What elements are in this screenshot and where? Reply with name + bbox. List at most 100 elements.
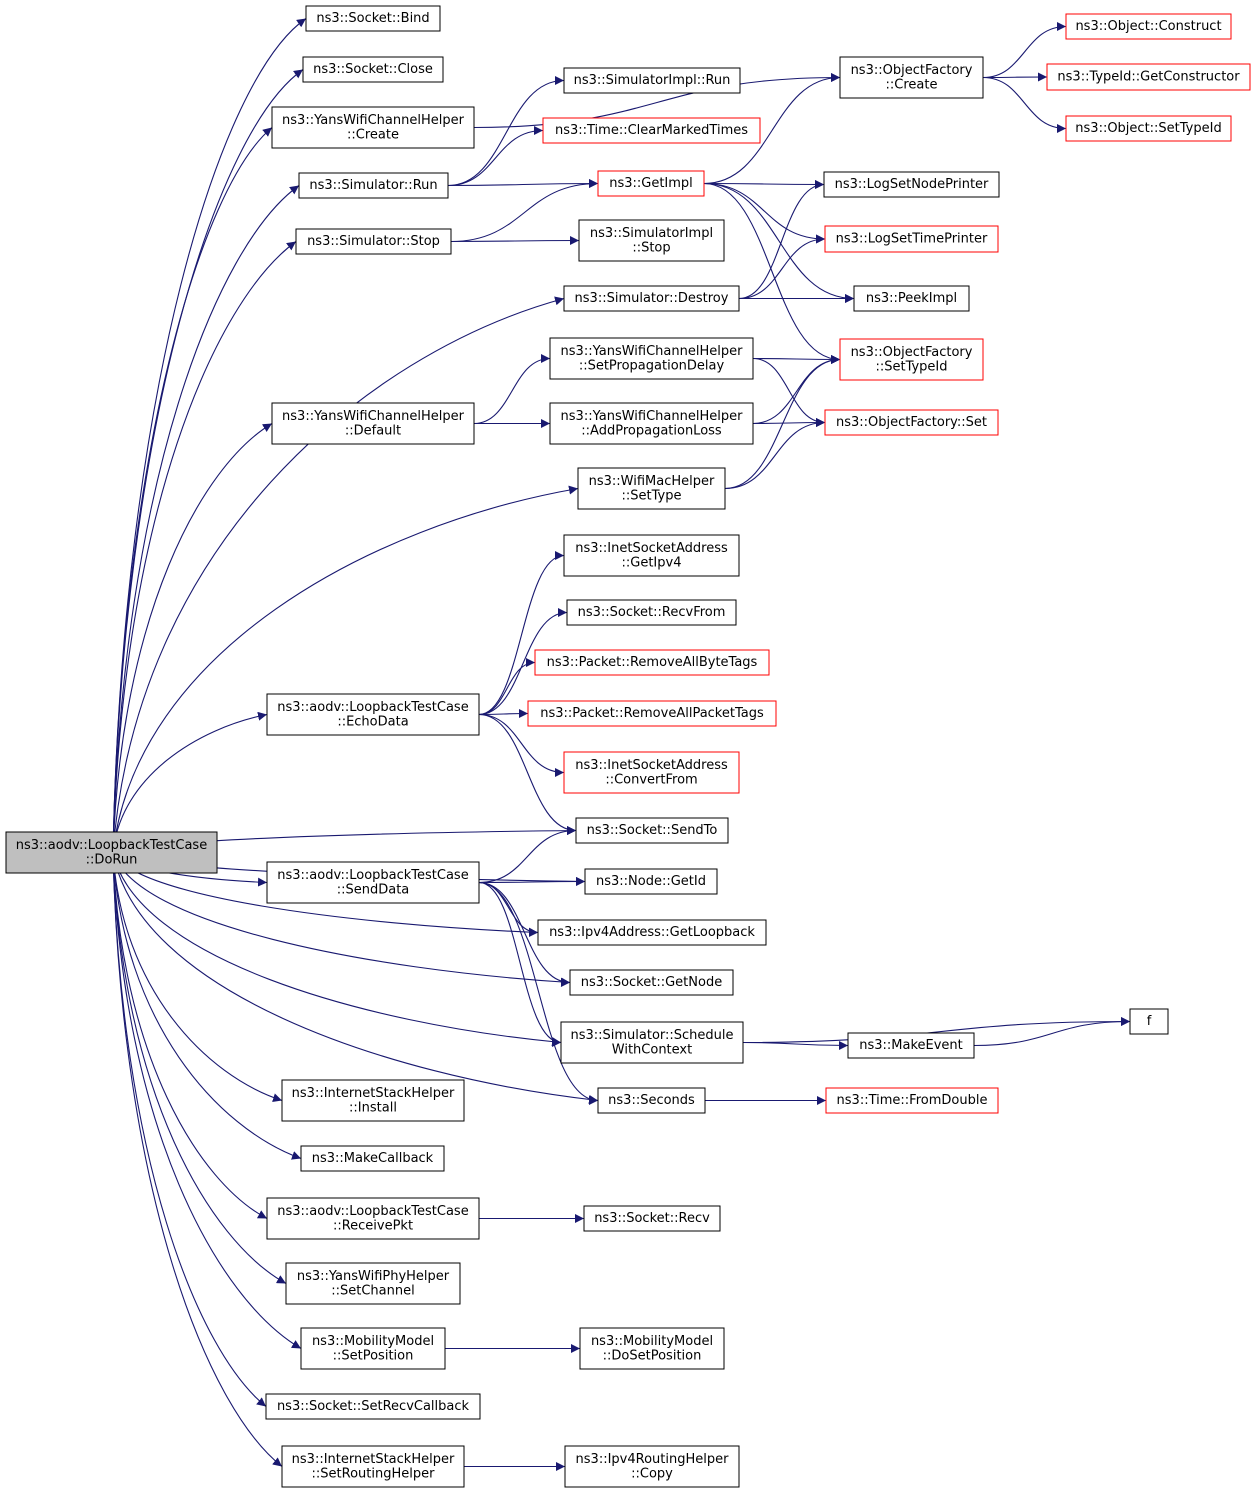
- node-sock-sendto[interactable]: ns3::Socket::SendTo: [575, 817, 729, 844]
- node-label: ns3::Simulator::Schedule: [570, 1028, 733, 1043]
- node-mm-setpos[interactable]: ns3::MobilityModel::SetPosition: [300, 1327, 446, 1370]
- node-isa-convert[interactable]: ns3::InetSocketAddress::ConvertFrom: [563, 751, 740, 794]
- node-box: [266, 861, 480, 904]
- edge-root-ish_install: [112, 852, 283, 1102]
- node-sock-recvfrom[interactable]: ns3::Socket::RecvFrom: [566, 599, 737, 626]
- edge-getimpl-log_nodeprinter: [703, 179, 825, 189]
- edge-senddata-sock_sendto: [478, 826, 577, 884]
- edge-root-sim_run: [112, 185, 300, 853]
- node-ipv4rh-copy[interactable]: ns3::Ipv4RoutingHelper::Copy: [564, 1445, 740, 1488]
- node-sock-bind[interactable]: ns3::Socket::Bind: [305, 5, 441, 32]
- node-simimpl-stop[interactable]: ns3::SimulatorImpl::Stop: [578, 219, 725, 262]
- node-seconds[interactable]: ns3::Seconds: [597, 1087, 706, 1114]
- node-label: ns3::Simulator::Run: [309, 178, 437, 193]
- node-log-nodeprinter[interactable]: ns3::LogSetNodePrinter: [823, 171, 1000, 198]
- edge-makeevent-f: [973, 1017, 1131, 1047]
- node-label: ns3::Socket::Recv: [594, 1211, 710, 1226]
- node-label: ns3::Ipv4Address::GetLoopback: [549, 925, 755, 940]
- node-f[interactable]: f: [1129, 1008, 1169, 1035]
- node-sim-run[interactable]: ns3::Simulator::Run: [298, 172, 449, 199]
- node-getimpl[interactable]: ns3::GetImpl: [597, 170, 705, 197]
- node-box: [825, 1087, 999, 1114]
- node-pkt-rmpacket[interactable]: ns3::Packet::RemoveAllPacketTags: [527, 700, 777, 727]
- edge-echodata-pkt_rmbyte: [478, 658, 536, 716]
- node-label: ns3::YansWifiChannelHelper: [561, 409, 744, 424]
- node-of-create[interactable]: ns3::ObjectFactory::Create: [839, 56, 984, 99]
- node-label: ns3::PeekImpl: [866, 291, 957, 306]
- node-label: ::ConvertFrom: [605, 772, 697, 787]
- edge-ywch_create-of_create: [473, 73, 841, 129]
- node-log-timeprinter[interactable]: ns3::LogSetTimePrinter: [824, 225, 999, 253]
- node-obj-construct[interactable]: ns3::Object::Construct: [1065, 13, 1232, 40]
- node-senddata[interactable]: ns3::aodv::LoopbackTestCase::SendData: [266, 861, 480, 904]
- node-label: ns3::Socket::RecvFrom: [578, 605, 726, 620]
- node-label: ::SetType: [622, 488, 682, 503]
- node-time-fromdouble[interactable]: ns3::Time::FromDouble: [825, 1087, 999, 1114]
- node-label: ns3::SimulatorImpl::Run: [574, 73, 731, 88]
- node-ish-install[interactable]: ns3::InternetStackHelper::Install: [281, 1079, 465, 1122]
- node-ywch-addprop[interactable]: ns3::YansWifiChannelHelper::AddPropagati…: [549, 402, 754, 445]
- node-label: ns3::InternetStackHelper: [292, 1086, 455, 1101]
- node-typeid-getctor[interactable]: ns3::TypeId::GetConstructor: [1046, 63, 1251, 91]
- node-root[interactable]: ns3::aodv::LoopbackTestCase::DoRun: [5, 831, 218, 874]
- node-box: [295, 228, 452, 255]
- node-sock-setrecvcb[interactable]: ns3::Socket::SetRecvCallback: [265, 1393, 481, 1420]
- node-ywch-default[interactable]: ns3::YansWifiChannelHelper::Default: [271, 402, 475, 445]
- node-sock-recv[interactable]: ns3::Socket::Recv: [583, 1205, 721, 1232]
- node-label: ns3::YansWifiChannelHelper: [282, 409, 465, 424]
- edge-echodata-isa_convert: [478, 713, 565, 777]
- node-isa-getipv4[interactable]: ns3::InetSocketAddress::GetIpv4: [563, 534, 740, 577]
- node-sim-stop[interactable]: ns3::Simulator::Stop: [295, 228, 452, 255]
- edge-sim_run-simimpl_run: [447, 76, 565, 187]
- node-label: ::SetChannel: [331, 1283, 414, 1298]
- node-label: ::Copy: [631, 1466, 673, 1481]
- node-label: ns3::Ipv4RoutingHelper: [576, 1452, 730, 1467]
- edge-ywch_setprop-of_set: [752, 357, 826, 427]
- node-label: ns3::ObjectFactory: [851, 63, 973, 78]
- node-peekimpl[interactable]: ns3::PeekImpl: [853, 285, 970, 312]
- node-of-settypeid[interactable]: ns3::ObjectFactory::SetTypeId: [839, 338, 984, 381]
- node-label: ::SetTypeId: [875, 359, 947, 374]
- node-sock-close[interactable]: ns3::Socket::Close: [302, 56, 444, 83]
- node-box: [1046, 63, 1251, 91]
- node-ywch-create[interactable]: ns3::YansWifiChannelHelper::Create: [271, 106, 475, 149]
- node-wmh-settype[interactable]: ns3::WifiMacHelper::SetType: [577, 467, 726, 510]
- node-pkt-rmbyte[interactable]: ns3::Packet::RemoveAllByteTags: [534, 649, 770, 676]
- node-time-clear[interactable]: ns3::Time::ClearMarkedTimes: [542, 117, 761, 144]
- node-sock-getnode[interactable]: ns3::Socket::GetNode: [569, 969, 734, 996]
- node-ywph-setchannel[interactable]: ns3::YansWifiPhyHelper::SetChannel: [285, 1262, 461, 1305]
- node-layer: ns3::aodv::LoopbackTestCase::DoRunns3::S…: [5, 5, 1251, 1488]
- edge-senddata-sim_schedctx: [478, 881, 562, 1047]
- node-obj-settypeid[interactable]: ns3::Object::SetTypeId: [1065, 115, 1232, 142]
- node-receivepkt[interactable]: ns3::aodv::LoopbackTestCase::ReceivePkt: [266, 1197, 480, 1240]
- node-mm-dosetpos[interactable]: ns3::MobilityModel::DoSetPosition: [579, 1327, 725, 1370]
- node-makeevent[interactable]: ns3::MakeEvent: [847, 1032, 975, 1059]
- edge-echodata-sock_recvfrom: [478, 608, 568, 716]
- node-box: [302, 56, 444, 83]
- node-box: [824, 409, 999, 436]
- node-node-getid[interactable]: ns3::Node::GetId: [584, 868, 718, 895]
- node-simimpl-run[interactable]: ns3::SimulatorImpl::Run: [563, 67, 741, 94]
- edge-echodata-sock_sendto: [478, 713, 577, 835]
- node-label: ns3::ObjectFactory::Set: [836, 415, 987, 430]
- node-makecallback[interactable]: ns3::MakeCallback: [300, 1145, 445, 1172]
- node-echodata[interactable]: ns3::aodv::LoopbackTestCase::EchoData: [266, 693, 480, 736]
- node-ipv4-loopback[interactable]: ns3::Ipv4Address::GetLoopback: [537, 919, 767, 946]
- node-sim-destroy[interactable]: ns3::Simulator::Destroy: [563, 285, 740, 312]
- node-ish-setrouting[interactable]: ns3::InternetStackHelper::SetRoutingHelp…: [281, 1445, 465, 1488]
- node-box: [5, 831, 218, 874]
- edge-root-mm_setpos: [112, 852, 302, 1349]
- node-box: [266, 693, 480, 736]
- node-label: ns3::MakeCallback: [312, 1151, 434, 1166]
- node-label: ::AddPropagationLoss: [581, 423, 722, 438]
- edge-sim_destroy-log_timeprinter: [738, 234, 826, 300]
- node-box: [1065, 115, 1232, 142]
- node-label: ns3::ObjectFactory: [851, 345, 973, 360]
- node-box: [281, 1079, 465, 1122]
- node-of-set[interactable]: ns3::ObjectFactory::Set: [824, 409, 999, 436]
- node-box: [1129, 1008, 1169, 1035]
- edge-sim_stop-getimpl: [450, 179, 599, 243]
- node-ywch-setprop[interactable]: ns3::YansWifiChannelHelper::SetPropagati…: [549, 337, 754, 380]
- node-label: ::SendData: [337, 882, 410, 897]
